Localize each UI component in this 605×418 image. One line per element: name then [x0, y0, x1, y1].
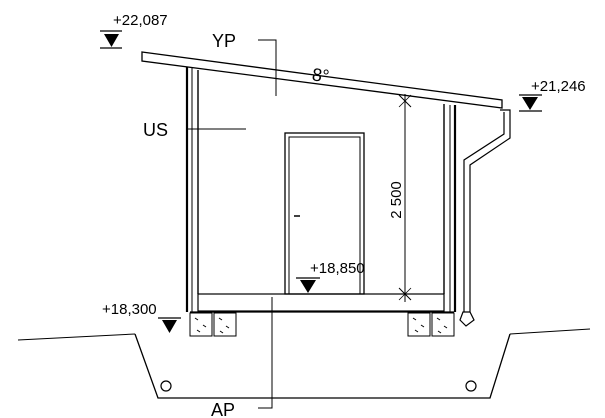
foundation-block-left — [189, 312, 237, 337]
door — [284, 132, 365, 295]
level-triangle-icon — [162, 320, 177, 333]
height-dimension-line — [398, 94, 412, 302]
level-triangle-icon — [104, 34, 119, 47]
wall-label: US — [143, 120, 168, 140]
roof-slope-label: 8° — [311, 64, 331, 86]
elevation-ground-value: +18,300 — [102, 301, 157, 318]
foundation-block-right — [407, 312, 455, 337]
drain-pipe-circle-icon — [160, 380, 172, 392]
floor-slab — [190, 293, 454, 313]
gutter-downpipe — [459, 109, 511, 327]
foundation-label: AP — [211, 400, 235, 418]
right-wall — [443, 104, 457, 312]
elevation-roof-high: +22,087 — [100, 12, 168, 49]
elevation-roof-low-value: +21,246 — [531, 78, 586, 95]
roof-slab — [141, 51, 503, 109]
height-dimension-label: 2 500 — [388, 181, 405, 219]
roof-label: YP — [212, 31, 236, 51]
level-triangle-icon — [522, 97, 538, 110]
level-triangle-icon — [300, 280, 316, 293]
foundation-trench — [134, 333, 511, 399]
elevation-floor-value: +18,850 — [310, 260, 365, 277]
elevation-roof-high-value: +22,087 — [113, 12, 168, 29]
elevation-floor: +18,850 — [296, 260, 365, 293]
elevation-ground: +18,300 — [102, 301, 181, 333]
label-leaders — [188, 39, 277, 409]
ground-line — [17, 328, 591, 341]
elevation-roof-low: +21,246 — [519, 78, 586, 112]
left-wall — [185, 67, 199, 312]
drain-pipe-circle-icon — [465, 380, 477, 392]
